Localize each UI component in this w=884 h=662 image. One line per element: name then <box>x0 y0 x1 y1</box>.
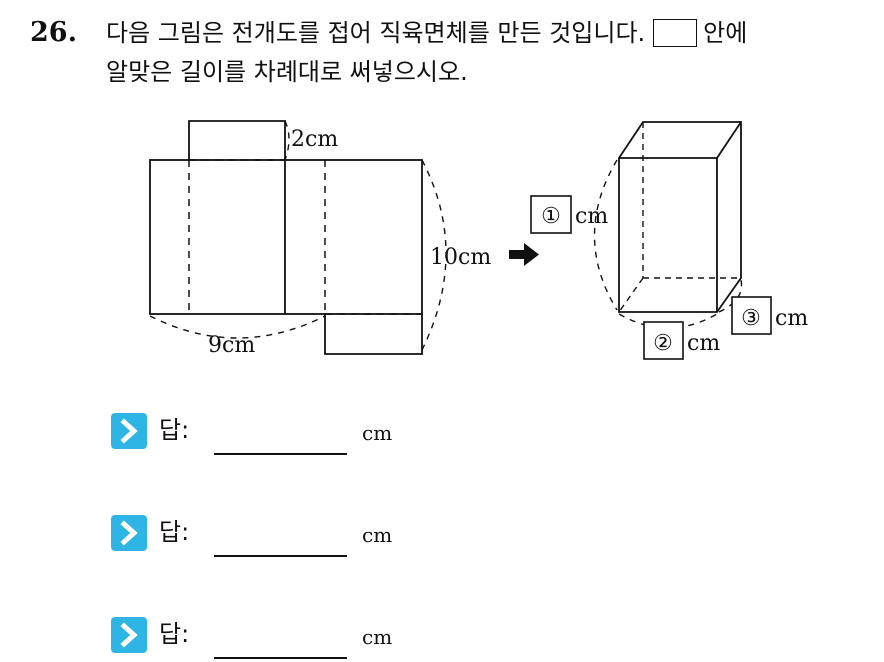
answer-unit: cm <box>362 421 393 445</box>
question-text-after-box: 안에 <box>703 19 748 47</box>
question-text-line-2: 알맞은 길이를 차례대로 써넣으시오. <box>106 58 468 86</box>
cuboid-label-3: ③ cm <box>731 296 808 335</box>
chevron-right-icon <box>111 515 147 551</box>
net-and-cuboid-figure: 2cm 10cm 9cm ① cm ② cm ③ c <box>149 120 808 360</box>
answer-row-2: 답: cm <box>111 515 531 559</box>
cuboid-depth-curve <box>718 279 743 313</box>
net-dimension-curves <box>149 120 447 351</box>
box-unit-1: cm <box>575 204 608 229</box>
cuboid-hidden-edges <box>618 122 741 313</box>
box-unit-3: cm <box>775 306 808 331</box>
net-height-label: 10cm <box>430 245 491 270</box>
cuboid-dimension-curves <box>593 159 743 329</box>
answer-label: 답: <box>159 416 190 444</box>
answer-input-line[interactable] <box>214 657 347 659</box>
answer-label: 답: <box>159 518 190 546</box>
question-text-line-1: 다음 그림은 전개도를 접어 직육면체를 만든 것입니다. 안에 <box>106 18 747 48</box>
cuboid-diagram <box>593 121 743 329</box>
flap-length-label: 2cm <box>291 127 338 152</box>
chevron-right-icon <box>111 413 147 449</box>
net-bottom-flap <box>324 314 423 355</box>
chevron-right-icon <box>111 617 147 653</box>
cuboid-label-2: ② cm <box>643 321 720 360</box>
net-width-label: 9cm <box>208 333 255 358</box>
net-top-flap <box>188 120 286 160</box>
answer-unit: cm <box>362 523 393 547</box>
cuboid-height-curve <box>593 159 618 311</box>
answer-row-3: 답: cm <box>111 617 531 661</box>
answer-unit: cm <box>362 625 393 649</box>
flap-curve <box>284 120 290 161</box>
height-curve <box>421 159 447 351</box>
box-unit-2: cm <box>687 331 720 356</box>
box-number-1: ① <box>541 204 561 229</box>
blank-box-symbol <box>653 19 698 47</box>
width-curve <box>149 315 326 339</box>
answer-label: 답: <box>159 620 190 648</box>
net-fold-lines <box>188 159 422 315</box>
question-number: 26. <box>30 17 77 48</box>
answer-row-1: 답: cm <box>111 413 531 457</box>
cuboid-label-1: ① cm <box>530 195 608 234</box>
box-number-3: ③ <box>741 306 761 331</box>
answer-input-line[interactable] <box>214 555 347 557</box>
question-text-before-box: 다음 그림은 전개도를 접어 직육면체를 만든 것입니다. <box>106 19 646 47</box>
cuboid-top-right-edge <box>716 121 742 159</box>
right-arrow-icon <box>509 243 539 266</box>
answer-input-line[interactable] <box>214 453 347 455</box>
box-number-2: ② <box>653 331 673 356</box>
net-diagram <box>149 120 447 355</box>
net-main-strip <box>149 159 423 315</box>
